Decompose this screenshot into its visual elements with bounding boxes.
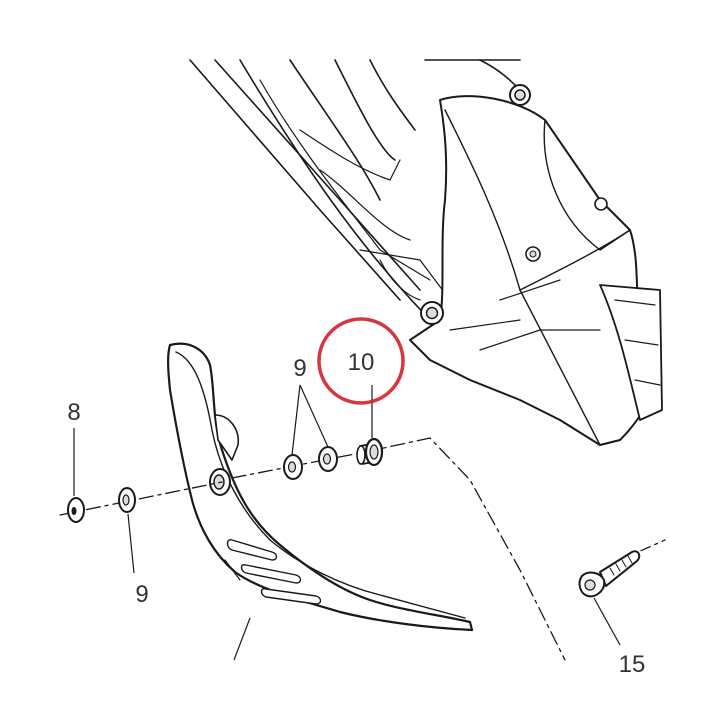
assembly-bolt-4 — [420, 301, 444, 325]
callout-10: 10 — [348, 349, 375, 376]
washer-9-left — [118, 487, 136, 513]
washer-8 — [67, 497, 85, 523]
washer-9-right-a — [283, 454, 303, 480]
assembly-bolt-2 — [594, 197, 608, 211]
exhaust-assembly — [189, 59, 663, 446]
assembly-axis — [59, 437, 666, 661]
callout-8: 8 — [67, 399, 80, 426]
vent-slot-1 — [226, 539, 278, 561]
callout-9-left: 9 — [135, 581, 148, 608]
highlight-circle — [317, 317, 405, 405]
callout-9-right: 9 — [293, 355, 306, 382]
assembly-bolt-3 — [525, 246, 541, 262]
vent-slot-2 — [240, 563, 302, 584]
callout-15: 15 — [619, 651, 646, 678]
heat-shield-part — [167, 342, 474, 632]
vent-slot-3 — [260, 587, 322, 605]
bolt-15 — [578, 550, 641, 598]
assembly-bolt-1 — [509, 84, 531, 106]
leader-lines — [73, 384, 621, 661]
bushing-10 — [356, 437, 384, 467]
washer-9-right-b — [318, 446, 338, 472]
